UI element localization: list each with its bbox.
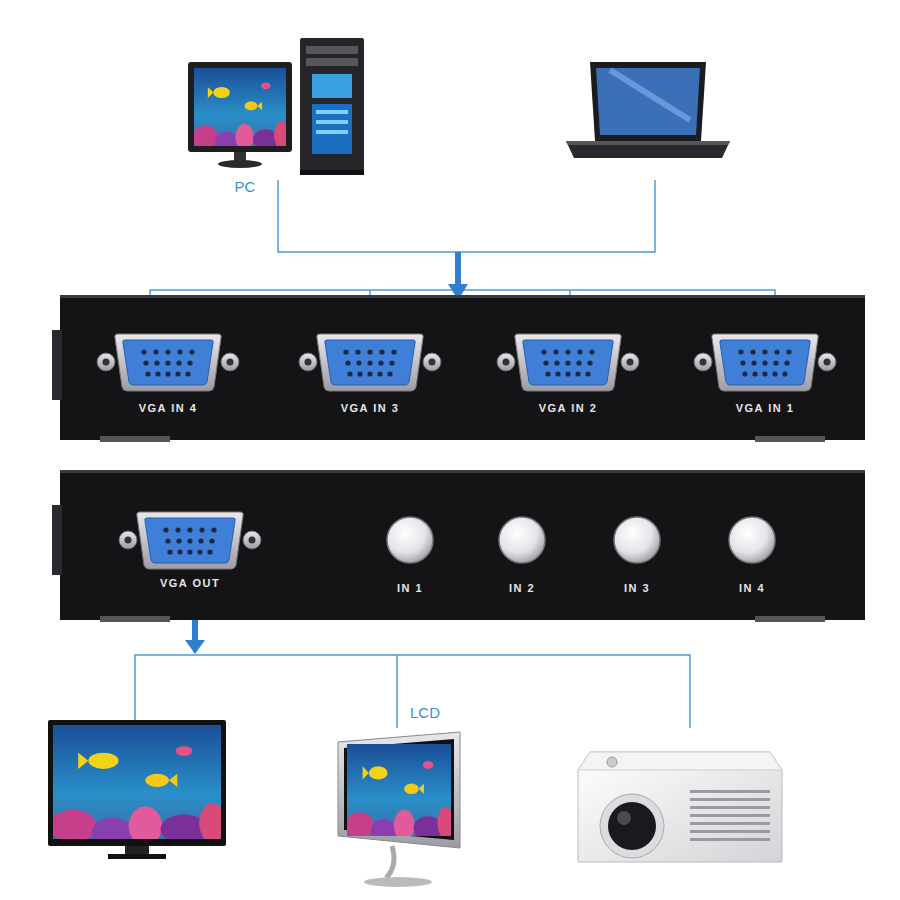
output-wires bbox=[135, 655, 690, 728]
input-arrow bbox=[448, 252, 468, 300]
port-label: IN 1 bbox=[397, 582, 423, 595]
port-label: VGA IN 4 bbox=[139, 402, 198, 415]
tv-illustration bbox=[48, 720, 226, 859]
laptop-illustration bbox=[566, 62, 730, 158]
switch-back-panel bbox=[52, 295, 865, 442]
port-label: IN 4 bbox=[739, 582, 765, 595]
switch-front-panel bbox=[52, 470, 865, 622]
port-label: VGA IN 2 bbox=[539, 402, 598, 415]
projector-illustration bbox=[578, 752, 782, 862]
port-label: VGA IN 3 bbox=[341, 402, 400, 415]
switch-panel: VGA OUT IN 1 IN 2 IN 3 IN 4 bbox=[60, 470, 865, 620]
switch-panel: VGA IN 4 VGA IN 3 VGA IN 2 VGA IN 1 bbox=[60, 295, 865, 440]
lcd-illustration bbox=[338, 732, 460, 887]
output-arrow bbox=[185, 620, 205, 654]
port-label: IN 2 bbox=[509, 582, 535, 595]
device-label: LCD bbox=[408, 704, 442, 722]
port-label: VGA OUT bbox=[160, 577, 220, 590]
device-label: PC bbox=[233, 178, 258, 196]
port-label: IN 3 bbox=[624, 582, 650, 595]
pc-illustration bbox=[188, 38, 364, 175]
port-label: VGA IN 1 bbox=[736, 402, 795, 415]
